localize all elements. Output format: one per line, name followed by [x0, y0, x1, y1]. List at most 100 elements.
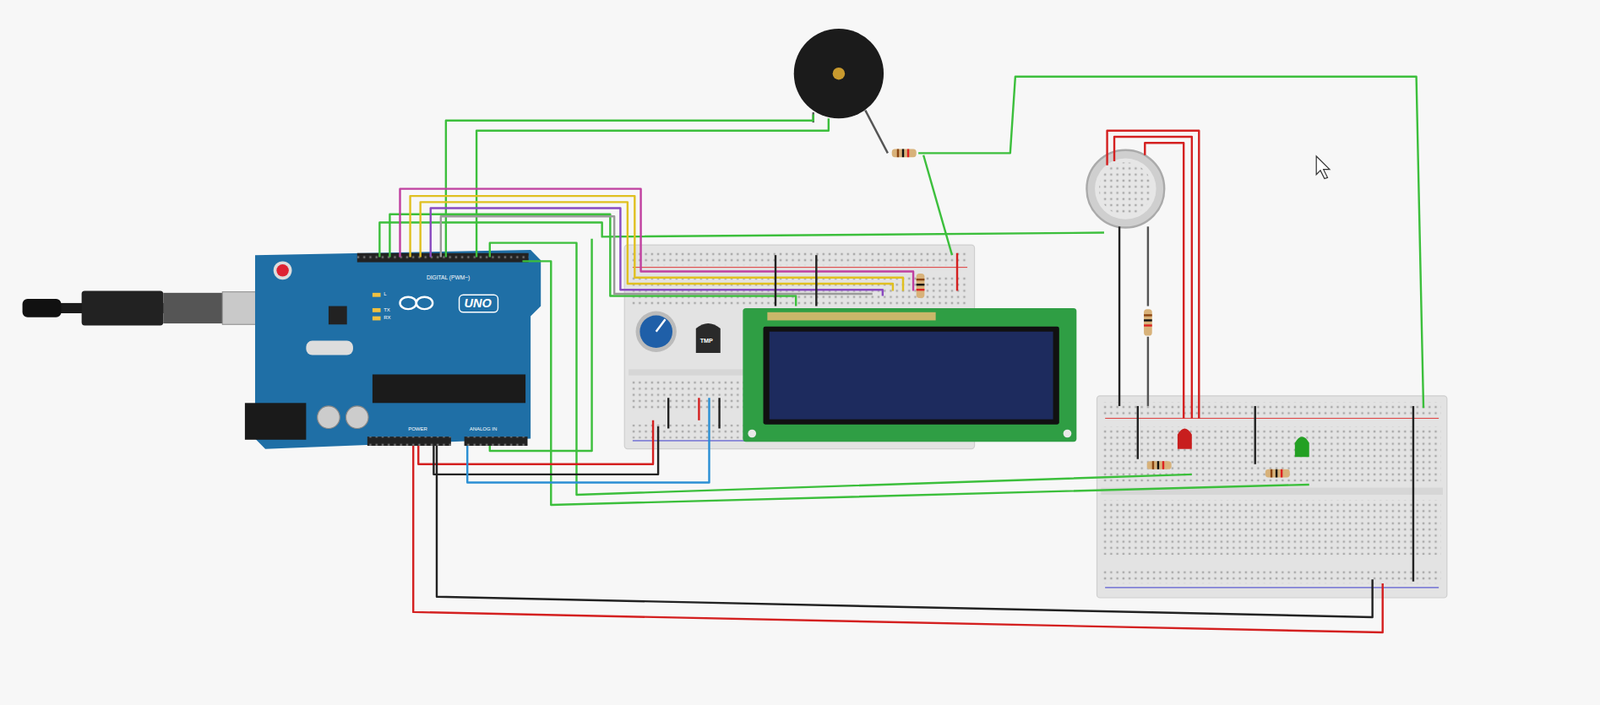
header-label: DIGITAL (PWM~)	[426, 275, 470, 282]
wires-part	[1137, 406, 1139, 460]
resistors-part	[1157, 461, 1160, 470]
wires-part	[430, 208, 883, 297]
breadboard-small-part	[632, 266, 968, 268]
wires-part	[1254, 406, 1257, 465]
breadboard-small-part	[630, 250, 969, 266]
board-name: UNO	[464, 297, 492, 311]
arduino-uno-part	[305, 341, 354, 356]
breadboard-large-part	[1104, 418, 1439, 420]
potentiometer	[636, 311, 677, 353]
resistors-part	[1143, 319, 1153, 322]
header-label: ANALOG IN	[469, 426, 498, 432]
resistors-part	[1147, 461, 1172, 470]
potentiometer-part	[636, 311, 677, 353]
arduino-uno-part	[367, 436, 452, 447]
resistors-part	[1280, 469, 1283, 479]
piezo-buzzer	[794, 28, 888, 153]
resistors-part	[1162, 461, 1165, 470]
resistors-part	[1275, 469, 1278, 479]
header-label: POWER	[408, 426, 428, 432]
led-label: L	[383, 291, 387, 297]
arduino-uno-part	[328, 306, 348, 326]
wires-part	[667, 397, 670, 429]
piezo-buzzer-part	[865, 110, 888, 154]
resistors-part	[916, 273, 926, 299]
resistors-part	[916, 283, 926, 286]
lcd-display-part	[747, 429, 757, 439]
resistors-part	[1143, 309, 1153, 336]
arduino-uno	[244, 250, 541, 450]
wires-part	[418, 420, 654, 465]
resistors-part	[916, 288, 926, 291]
arduino-uno-part	[416, 297, 433, 310]
temperature-sensor-part	[696, 323, 721, 354]
arduino-uno-part	[372, 374, 526, 403]
resistors-part	[1152, 461, 1154, 470]
sensor-label: TMP	[700, 337, 713, 344]
arduino-uno-part	[372, 293, 381, 298]
wires-part	[1147, 337, 1149, 407]
wires-part	[774, 255, 777, 306]
leds-part	[1295, 436, 1310, 458]
breadboard-large-part	[1103, 426, 1442, 482]
wires-part	[697, 397, 700, 421]
wires-part	[1118, 226, 1121, 407]
resistors-part	[1143, 324, 1153, 327]
wires-part	[1114, 136, 1192, 419]
wires-part	[918, 76, 1424, 409]
resistors-part	[892, 149, 917, 158]
lcd-display-part	[769, 331, 1054, 420]
wires-part	[956, 253, 958, 292]
arduino-uno-part	[400, 297, 417, 310]
led-label: RX	[383, 315, 391, 321]
breadboard-large-part	[1097, 396, 1448, 599]
mouse-cursor	[1316, 156, 1330, 180]
lcd-display-part	[742, 308, 1077, 442]
gas-sensor-part	[1094, 157, 1156, 219]
arduino-uno-part	[357, 253, 529, 263]
arduino-uno-part	[317, 406, 341, 430]
wires-part	[1144, 142, 1184, 419]
wires-part	[815, 255, 817, 306]
arduino-uno-part	[244, 402, 306, 440]
wires-part	[436, 446, 1373, 618]
resistors-part	[902, 149, 904, 158]
resistors-part	[916, 278, 926, 281]
potentiometer-part	[656, 319, 666, 332]
wires-part	[413, 446, 1383, 633]
breadboard-large	[1097, 396, 1448, 599]
wires-part	[489, 239, 593, 452]
piezo-buzzer-part	[794, 28, 884, 119]
arduino-uno-part	[345, 406, 369, 430]
leds-part	[1177, 428, 1192, 449]
arduino-uno-part	[372, 316, 381, 322]
usb-cable-part	[81, 290, 164, 326]
resistors-part	[1143, 314, 1153, 316]
resistors-part	[897, 149, 899, 158]
arduino-uno-part	[273, 261, 293, 280]
usb-cable-part	[163, 293, 224, 324]
lcd-display-part	[767, 312, 936, 322]
arduino-uno-part	[464, 436, 528, 447]
arduino-uno-part	[276, 264, 289, 277]
leds	[1177, 428, 1310, 458]
gas-sensor-part	[1086, 150, 1165, 229]
lcd-display	[742, 308, 1077, 442]
wires	[379, 76, 1424, 633]
wires-part	[379, 222, 1105, 257]
breadboard-large-part	[1103, 402, 1442, 417]
potentiometer-part	[639, 315, 673, 349]
resistors-part	[907, 149, 909, 158]
led-label: TX	[383, 307, 391, 313]
wires-part	[1147, 226, 1149, 306]
arduino-uno-part	[372, 308, 381, 313]
wires-part	[1412, 406, 1415, 583]
breadboard-large-part	[1103, 500, 1442, 556]
lcd-display-part	[1063, 429, 1073, 439]
temperature-sensor	[696, 323, 721, 354]
piezo-buzzer-part	[832, 67, 845, 80]
usb-cable-part	[22, 299, 62, 318]
breadboard-large-part	[1103, 569, 1442, 584]
resistors-part	[1265, 469, 1290, 479]
